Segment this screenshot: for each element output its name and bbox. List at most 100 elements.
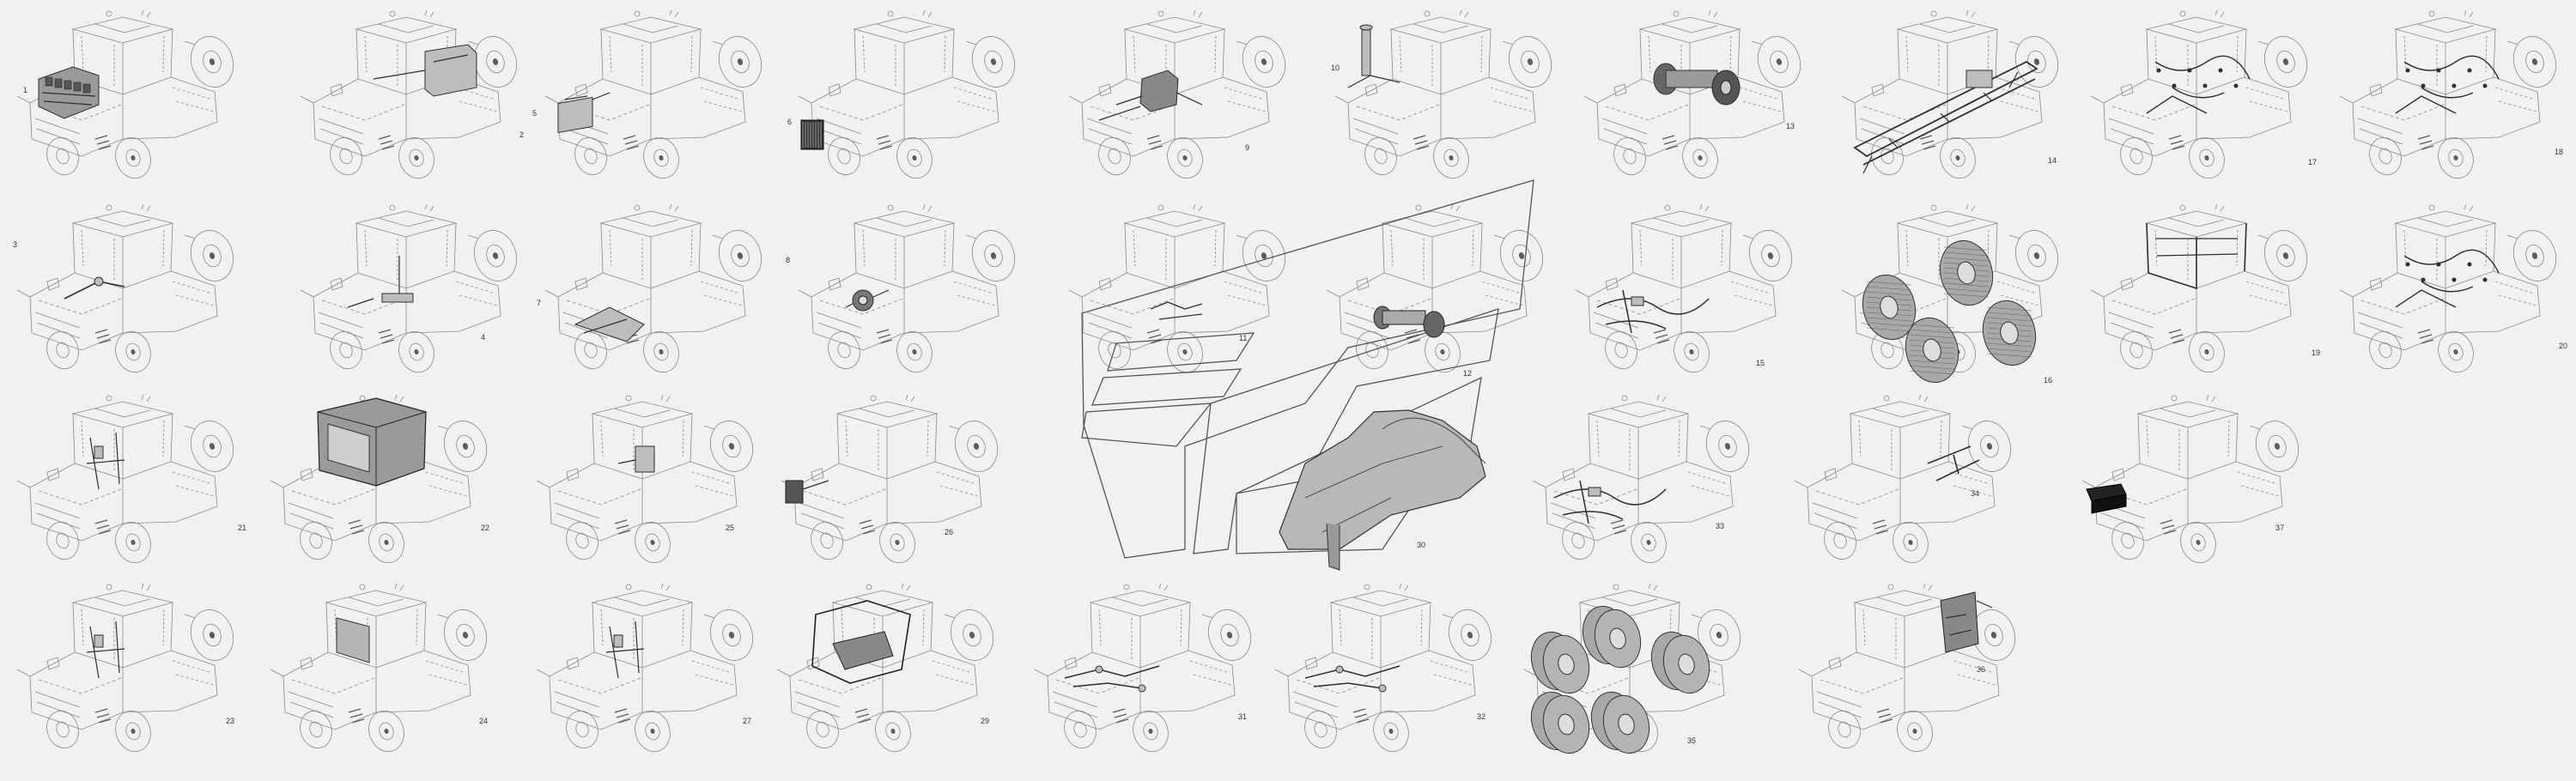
- tractor-view-9[interactable]: 9: [1065, 9, 1305, 191]
- tractor-line-drawing: [16, 583, 234, 753]
- hoses-highlight: [1553, 480, 1667, 524]
- part-number-label: 25: [726, 524, 735, 532]
- tractor-line-drawing: [16, 394, 234, 564]
- featured-part-number-label: 30: [1417, 541, 1426, 549]
- tractor-view-25[interactable]: 25: [532, 394, 773, 575]
- tractor-view-31[interactable]: 31: [1030, 583, 1271, 764]
- wiring-highlight: [86, 432, 125, 490]
- part-number-label: 17: [2308, 158, 2318, 166]
- part-number-label: 19: [2312, 348, 2321, 357]
- tractor-line-drawing: [16, 203, 234, 373]
- tractor-view-14[interactable]: 14: [1838, 9, 2078, 191]
- tractor-view-27[interactable]: 27: [532, 583, 773, 764]
- tractor-view-23[interactable]: 23: [13, 583, 253, 764]
- tractor-view-16[interactable]: 16: [1838, 203, 2078, 384]
- part-number-label: 2: [519, 130, 525, 139]
- wiring-highlight: [605, 621, 645, 679]
- tractor-view-blank-15[interactable]: [1322, 203, 1563, 384]
- tractor-view-32[interactable]: 32: [1271, 583, 1511, 764]
- control-panel-highlight: [617, 445, 655, 473]
- tractor-line-drawing: [2339, 9, 2557, 179]
- cab-interior-highlight: [336, 617, 370, 663]
- cab-highlight: [317, 397, 427, 487]
- tractor-view-37[interactable]: 37: [2078, 394, 2318, 575]
- hydraulic-lines-highlight: [1064, 665, 1160, 693]
- part-number-label: 32: [1477, 712, 1486, 721]
- tractor-view-10[interactable]: 10: [1331, 9, 1571, 191]
- tractor-line-drawing: [270, 583, 488, 753]
- part-number-label: 37: [2275, 524, 2285, 532]
- tractor-line-drawing: [2339, 203, 2557, 373]
- part-number-label: 21: [238, 524, 247, 532]
- part-number-label: 18: [2555, 148, 2564, 156]
- tractor-view-26[interactable]: 26: [777, 394, 1018, 575]
- tractor-view-24[interactable]: 24: [266, 583, 507, 764]
- tractor-line-drawing: [1575, 203, 1793, 373]
- tractor-view-35[interactable]: 35: [1520, 583, 1760, 764]
- gear-assembly-highlight: [845, 289, 890, 312]
- tractor-view-17[interactable]: 17: [2087, 9, 2327, 191]
- tractor-line-drawing: [536, 583, 754, 753]
- radiator-block-highlight: [557, 92, 611, 134]
- tractor-view-29[interactable]: 29: [773, 583, 1013, 764]
- tractor-line-drawing: [1523, 583, 1741, 754]
- tractor-view-7[interactable]: 7: [537, 203, 781, 384]
- hoses-highlight: [1596, 289, 1710, 334]
- part-number-label: 26: [945, 528, 954, 536]
- tractor-view-15[interactable]: 15: [1571, 203, 1812, 384]
- part-number-label: 24: [479, 717, 489, 725]
- part-number-label: 35: [1687, 736, 1697, 745]
- part-number-label: 10: [1331, 64, 1340, 72]
- part-number-label: 3: [13, 240, 18, 249]
- tractor-view-33[interactable]: 33: [1528, 394, 1769, 575]
- wiring-harness-highlight: [2395, 249, 2500, 308]
- tractor-line-drawing: [1326, 203, 1544, 373]
- part-number-label: 5: [532, 109, 538, 118]
- part-number-label: 8: [786, 256, 791, 264]
- radiator-grille-highlight: [800, 119, 824, 150]
- tractor-view-5[interactable]: 5: [532, 9, 781, 191]
- wiring-harness-highlight: [2395, 55, 2500, 114]
- tractor-line-drawing: [536, 394, 754, 564]
- tractor-view-19[interactable]: 19: [2087, 203, 2327, 384]
- part-number-label: 36: [1977, 665, 1986, 674]
- part-number-label: 31: [1238, 712, 1248, 721]
- tractor-line-drawing: [1068, 203, 1286, 373]
- tractor-line-drawing: [776, 583, 994, 753]
- tractor-line-drawing: [2090, 9, 2308, 179]
- part-number-label: 27: [743, 717, 752, 725]
- fuel-line-highlight: [347, 256, 414, 308]
- tractor-view-4[interactable]: 4: [296, 203, 537, 384]
- tractor-line-drawing: [544, 9, 762, 179]
- tractor-line-drawing: [781, 394, 999, 564]
- tractor-view-18[interactable]: 18: [2336, 9, 2576, 191]
- part-number-label: 14: [2048, 156, 2057, 165]
- tractor-view-22[interactable]: 22: [266, 394, 507, 575]
- tractor-view-blank-14[interactable]: [1065, 203, 1305, 384]
- support-bracket-highlight: [574, 306, 645, 342]
- fuel-tank-highlight: [373, 44, 477, 97]
- tractor-line-drawing: [300, 203, 518, 373]
- tractor-line-drawing: [1798, 583, 2016, 753]
- part-number-label: 22: [481, 524, 490, 532]
- tractor-view-6[interactable]: 6: [787, 9, 1035, 191]
- tractor-view-21[interactable]: 21: [13, 394, 253, 575]
- tractor-line-drawing: [544, 203, 762, 373]
- tractor-view-1[interactable]: 1: [13, 9, 253, 191]
- tractor-view-2[interactable]: 2: [296, 9, 537, 191]
- tractor-line-drawing: [1794, 394, 2012, 564]
- tractor-view-20[interactable]: 20: [2336, 203, 2576, 384]
- tractor-line-drawing: [300, 9, 518, 179]
- hydraulic-lines-highlight: [1304, 665, 1400, 693]
- tractor-line-drawing: [1583, 9, 1801, 179]
- tractor-line-drawing: [2090, 203, 2308, 373]
- tractor-line-drawing: [1841, 9, 2059, 179]
- tractor-view-3[interactable]: 3: [13, 203, 253, 384]
- tractor-view-13[interactable]: 13: [1580, 9, 1820, 191]
- tractor-view-34[interactable]: 34: [1790, 394, 2031, 575]
- tractor-line-drawing: [1334, 9, 1552, 179]
- tractor-view-8[interactable]: 8: [786, 203, 1035, 384]
- tractor-view-36[interactable]: 36: [1795, 583, 2035, 764]
- part-number-label: 15: [1756, 359, 1765, 367]
- frame-highlight: [1853, 60, 2038, 174]
